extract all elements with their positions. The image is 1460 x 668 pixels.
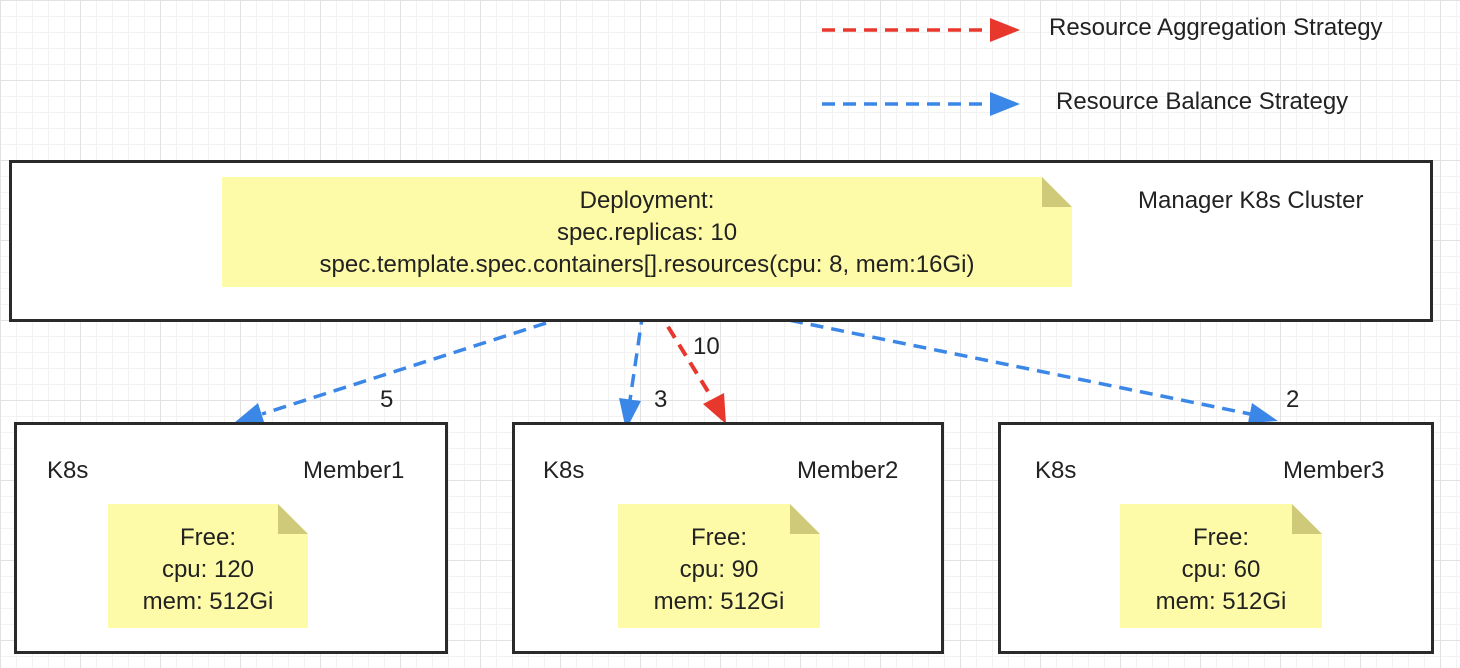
member1-cpu: cpu: 120 bbox=[161, 556, 255, 583]
deployment-replicas: spec.replicas: 10 bbox=[556, 219, 738, 246]
arrow-balance-member3 bbox=[645, 289, 1278, 423]
member2-cpu: cpu: 90 bbox=[679, 556, 759, 583]
member2-free-title: Free: bbox=[690, 524, 747, 551]
member1-mem: mem: 512Gi bbox=[142, 588, 274, 615]
member2-free-note: Free: cpu: 90 mem: 512Gi bbox=[618, 504, 820, 628]
member3-free-title: Free: bbox=[1192, 524, 1249, 551]
edge-label-member1: 5 bbox=[380, 386, 394, 413]
member1-free-title: Free: bbox=[179, 524, 236, 551]
member3-mem: mem: 512Gi bbox=[1155, 588, 1287, 615]
member3-free-note: Free: cpu: 60 mem: 512Gi bbox=[1120, 504, 1322, 628]
legend-balance-arrow bbox=[822, 92, 1020, 116]
member1-free-note: Free: cpu: 120 mem: 512Gi bbox=[108, 504, 308, 628]
legend-aggregation-label: Resource Aggregation Strategy bbox=[1049, 14, 1383, 41]
manager-cluster-label: Manager K8s Cluster bbox=[1138, 187, 1364, 214]
deployment-title: Deployment: bbox=[579, 187, 715, 214]
member1-k8s-label: K8s bbox=[47, 457, 89, 484]
member2-mem: mem: 512Gi bbox=[653, 588, 785, 615]
member3-name-label: Member3 bbox=[1283, 457, 1385, 484]
legend-balance-label: Resource Balance Strategy bbox=[1056, 88, 1349, 115]
member3-cpu: cpu: 60 bbox=[1181, 556, 1261, 583]
edge-label-member2-balance: 3 bbox=[654, 386, 668, 413]
legend-aggregation-arrow bbox=[822, 18, 1020, 42]
member2-k8s-label: K8s bbox=[543, 457, 585, 484]
arrow-aggregation-member2 bbox=[644, 289, 726, 424]
deployment-note: Deployment: spec.replicas: 10 spec.templ… bbox=[222, 177, 1072, 287]
edge-label-member2-aggregation: 10 bbox=[693, 333, 720, 360]
member2-name-label: Member2 bbox=[797, 457, 899, 484]
deployment-resources: spec.template.spec.containers[].resource… bbox=[319, 251, 975, 278]
member3-k8s-label: K8s bbox=[1035, 457, 1077, 484]
member1-name-label: Member1 bbox=[303, 457, 405, 484]
edge-label-member3: 2 bbox=[1286, 386, 1300, 413]
